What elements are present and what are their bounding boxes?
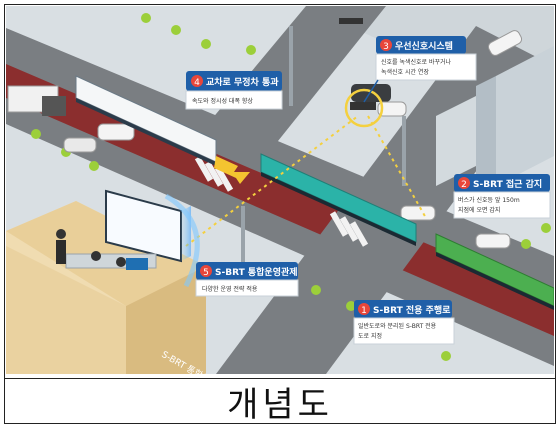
svg-text:3: 3 <box>383 42 389 52</box>
truck-cab <box>42 96 66 116</box>
traffic-light-poles <box>241 18 406 266</box>
svg-text:2: 2 <box>461 180 467 190</box>
control-center <box>6 189 206 374</box>
callout-2: 2 S-BRT 접근 감지 버스가 신호등 앞 150m 지점에 오면 감지 <box>453 174 551 219</box>
svg-text:도로 지정: 도로 지정 <box>358 332 382 340</box>
traffic-signal-icon <box>350 102 376 110</box>
callout-1: 1 S-BRT 전용 주행로 일반도로와 분리된 S-BRT 전용 도로 지정 <box>353 300 455 345</box>
signal-detection-ring <box>344 88 384 128</box>
callout-3: 3 우선신호시스템 신호를 녹색신호로 바꾸거나 녹색신호 시간 연장 <box>363 36 477 103</box>
buildings <box>436 46 554 186</box>
cars <box>63 30 523 249</box>
svg-text:지점에 오면 감지: 지점에 오면 감지 <box>458 206 500 214</box>
svg-text:S-BRT 전용 주행로: S-BRT 전용 주행로 <box>373 304 451 316</box>
svg-text:교차로 무정차 통과: 교차로 무정차 통과 <box>206 76 279 88</box>
svg-text:녹색신호 시간 연장: 녹색신호 시간 연장 <box>381 68 429 76</box>
callout-5: 5 S-BRT 통합운영관제 다양한 운영 전략 적용 <box>195 262 299 297</box>
svg-text:5: 5 <box>203 268 209 278</box>
svg-text:S-BRT 접근 감지: S-BRT 접근 감지 <box>473 178 542 190</box>
bus-right <box>435 233 554 310</box>
callout-4: 4 교차로 무정차 통과 속도와 정시성 대폭 향상 <box>185 71 283 110</box>
concept-illustration: S-BRT 통합운영관제센터 4 교차로 무정차 통과 속도와 정시성 대폭 향… <box>6 6 554 374</box>
svg-text:4: 4 <box>194 78 200 88</box>
caption: 개념도 <box>227 385 333 425</box>
svg-text:신호를 녹색신호로 바꾸거나: 신호를 녹색신호로 바꾸거나 <box>381 58 452 66</box>
svg-text:버스가 신호등 앞 150m: 버스가 신호등 앞 150m <box>458 196 520 204</box>
svg-text:다양한 운영 전략 적용: 다양한 운영 전략 적용 <box>202 285 258 293</box>
svg-text:우선신호시스템: 우선신호시스템 <box>395 40 453 52</box>
svg-text:S-BRT 통합운영관제: S-BRT 통합운영관제 <box>215 266 298 278</box>
caption-row: 개념도 <box>4 378 556 425</box>
crosswalk <box>194 156 369 247</box>
bus-center <box>260 153 417 246</box>
communication-lines <box>185 115 427 247</box>
svg-text:1: 1 <box>361 306 367 316</box>
scene-svg: S-BRT 통합운영관제센터 4 교차로 무정차 통과 속도와 정시성 대폭 향… <box>6 6 554 374</box>
svg-text:일반도로와 분리된 S-BRT 전용: 일반도로와 분리된 S-BRT 전용 <box>358 322 437 330</box>
direction-arrow <box>214 156 250 184</box>
svg-text:속도와 정시성 대폭 향상: 속도와 정시성 대폭 향상 <box>192 97 253 105</box>
